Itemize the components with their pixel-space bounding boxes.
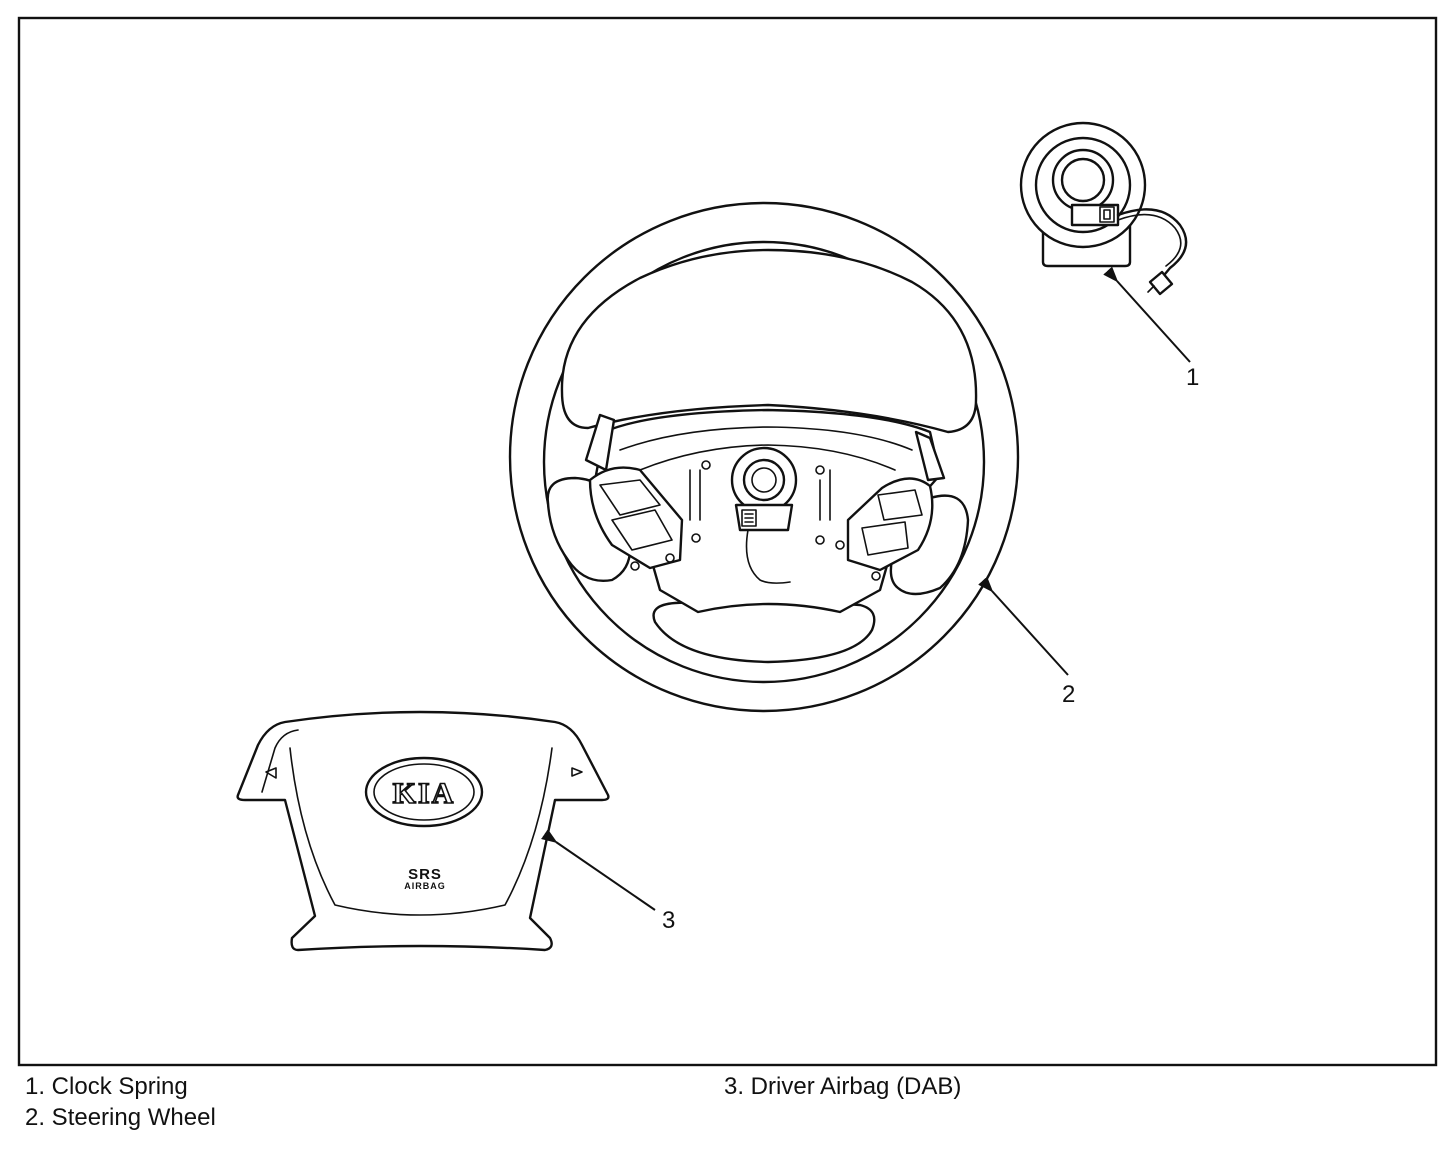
- callout-number-1: 1: [1186, 364, 1199, 391]
- callout-leader-2: [978, 576, 1069, 676]
- driver-airbag-illustration: KIA SRS AIRBAG: [236, 710, 610, 952]
- callout-number-2: 2: [1062, 681, 1075, 708]
- steering-wheel-illustration: [508, 201, 1020, 713]
- airbag-logo-text: KIA: [393, 777, 456, 810]
- callout-leader-3: [541, 829, 656, 911]
- legend-item-driver-airbag: 3. Driver Airbag (DAB): [724, 1073, 962, 1100]
- legend-right: 3. Driver Airbag (DAB): [724, 1071, 961, 1102]
- airbag-airbag-text: AIRBAG: [404, 881, 446, 891]
- callout-leader-1: [1103, 266, 1191, 363]
- legend-item-clock-spring: 1. Clock Spring: [25, 1073, 188, 1100]
- diagram-frame: [17, 16, 1438, 1067]
- legend-item-steering-wheel: 2. Steering Wheel: [25, 1104, 216, 1131]
- clock-spring-illustration: [1019, 121, 1188, 296]
- callout-number-3: 3: [662, 907, 675, 934]
- legend-left: 1. Clock Spring 2. Steering Wheel: [25, 1071, 216, 1133]
- airbag-srs-text: SRS: [408, 866, 442, 883]
